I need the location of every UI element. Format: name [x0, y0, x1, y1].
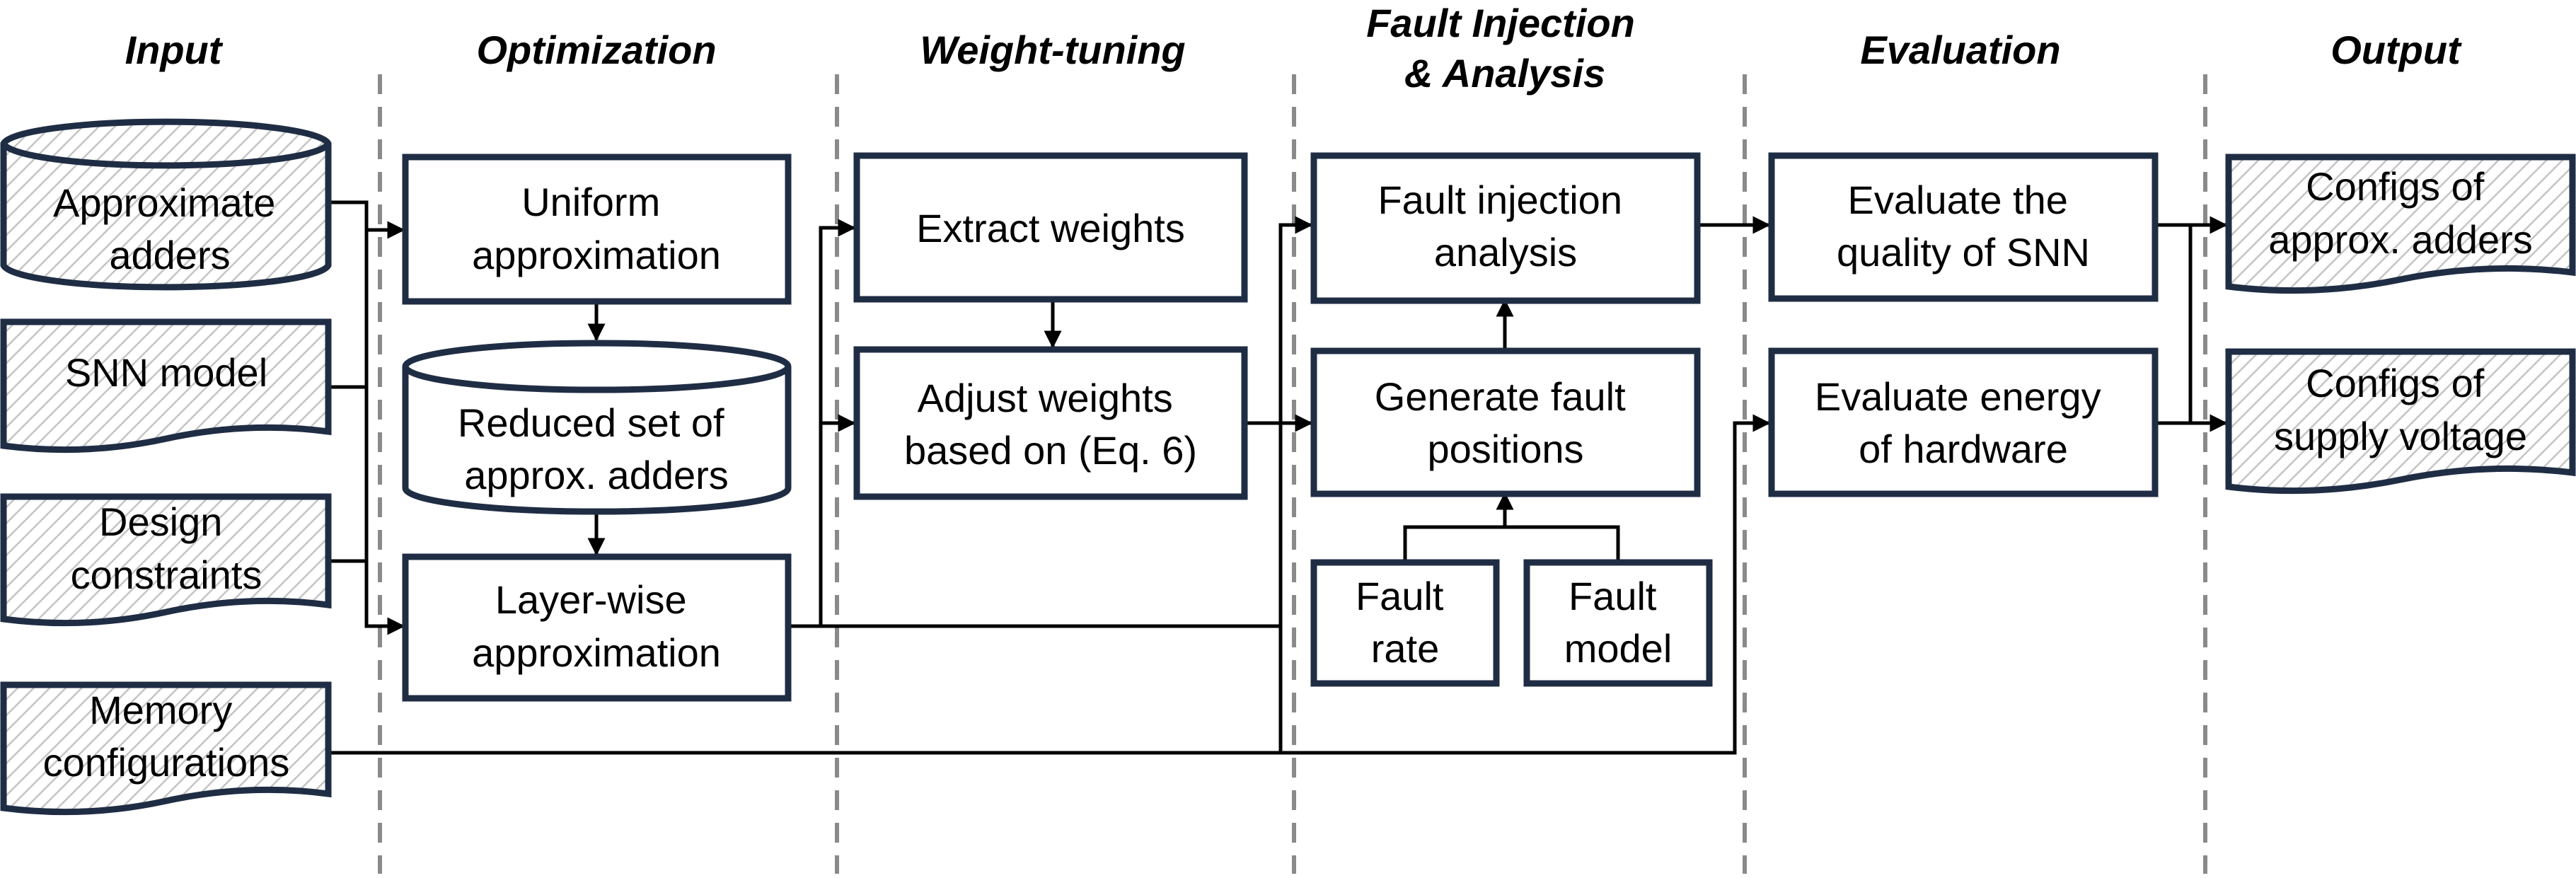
output-adders-config: Configs of approx. adders — [2225, 154, 2576, 294]
layer-wise-approximation-label: Layer-wise approximation — [472, 577, 721, 675]
fault-rate-box: Fault rate — [1310, 559, 1500, 687]
fault-rate-label: Fault rate — [1356, 574, 1455, 671]
adjust-weights-label: Adjust weights based on (Eq. 6) — [904, 376, 1197, 473]
evaluate-quality-label: Evaluate the quality of SNN — [1837, 178, 2090, 275]
header-fault-line1: Fault Injection — [1366, 1, 1635, 45]
generate-fault-positions-rect — [1310, 347, 1701, 497]
evaluate-energy-rect — [1768, 347, 2159, 497]
document-shape — [0, 318, 332, 454]
generate-fault-positions-label: Generate fault positions — [1375, 374, 1636, 471]
stage-dividers — [378, 74, 2207, 874]
fault-injection-analysis-box: Fault injection analysis — [1310, 152, 1701, 304]
input-snn-model: SNN model — [0, 318, 332, 454]
header-input: Input — [125, 28, 224, 72]
output-voltage-config: Configs of supply voltage — [2225, 348, 2576, 495]
evaluate-quality-rect — [1768, 152, 2159, 302]
reduced-set-label: Reduced set of approx. adders — [458, 400, 735, 497]
input-approximate-adders: Approximate adders — [0, 118, 332, 291]
header-optimization: Optimization — [476, 28, 716, 72]
fault-model-label: Fault model — [1564, 574, 1673, 671]
memory-configurations-label: Memory configurations — [43, 688, 290, 785]
layer-wise-approximation-box: Layer-wise approximation — [402, 553, 792, 702]
input-design-constraints: Design constraints — [0, 493, 332, 627]
document-shape — [2225, 348, 2576, 495]
evaluate-energy-box: Evaluate energy of hardware — [1768, 347, 2159, 497]
layer-wise-approximation-rect — [402, 553, 792, 702]
connector-model-to-generate — [1505, 525, 1620, 562]
fault-model-box: Fault model — [1523, 559, 1713, 687]
fault-rate-rect — [1310, 559, 1500, 687]
adders-config-label: Configs of approx. adders — [2268, 164, 2533, 262]
connector-faultbus-to-injection — [1278, 216, 1313, 753]
generate-fault-positions-box: Generate fault positions — [1310, 347, 1701, 497]
connector-adders-to-uniform — [328, 200, 405, 239]
document-shape — [0, 681, 332, 816]
connectors — [328, 200, 2228, 755]
connector-bus-to-layerwise — [364, 230, 405, 635]
connector-rate-to-generate — [1403, 525, 1505, 562]
adjust-weights-rect — [853, 346, 1248, 500]
stage-headers: Input Optimization Weight-tuning Fault I… — [125, 1, 2463, 96]
extract-weights-box: Extract weights — [853, 152, 1248, 303]
fault-injection-analysis-label: Fault injection analysis — [1377, 178, 1633, 275]
fault-injection-analysis-rect — [1310, 152, 1701, 304]
document-shape — [2225, 154, 2576, 294]
connector-layerwise-to-weightbus — [788, 219, 856, 628]
uniform-approximation-label: Uniform approximation — [472, 180, 721, 277]
document-shape — [0, 493, 332, 627]
evaluate-quality-box: Evaluate the quality of SNN — [1768, 152, 2159, 302]
evaluate-energy-label: Evaluate energy of hardware — [1815, 374, 2112, 471]
approximate-adders-label: Approximate adders — [53, 180, 287, 277]
voltage-config-label: Configs of supply voltage — [2274, 361, 2527, 458]
connector-memory-to-energy — [1281, 414, 1771, 755]
extract-weights-rect — [853, 152, 1248, 303]
input-memory-configurations: Memory configurations — [0, 681, 332, 816]
snn-model-label: SNN model — [65, 350, 267, 395]
header-weight-tuning: Weight-tuning — [920, 28, 1185, 72]
adjust-weights-box: Adjust weights based on (Eq. 6) — [853, 346, 1248, 500]
header-fault-line2: & Analysis — [1404, 51, 1605, 96]
fault-model-rect — [1523, 559, 1713, 687]
extract-weights-label: Extract weights — [916, 206, 1185, 250]
reduced-set-database: Reduced set of approx. adders — [402, 340, 792, 515]
header-output: Output — [2330, 28, 2462, 72]
uniform-approximation-box: Uniform approximation — [402, 154, 792, 305]
uniform-approximation-rect — [402, 154, 792, 305]
header-evaluation: Evaluation — [1860, 28, 2060, 72]
design-constraints-label: Design constraints — [71, 499, 262, 597]
